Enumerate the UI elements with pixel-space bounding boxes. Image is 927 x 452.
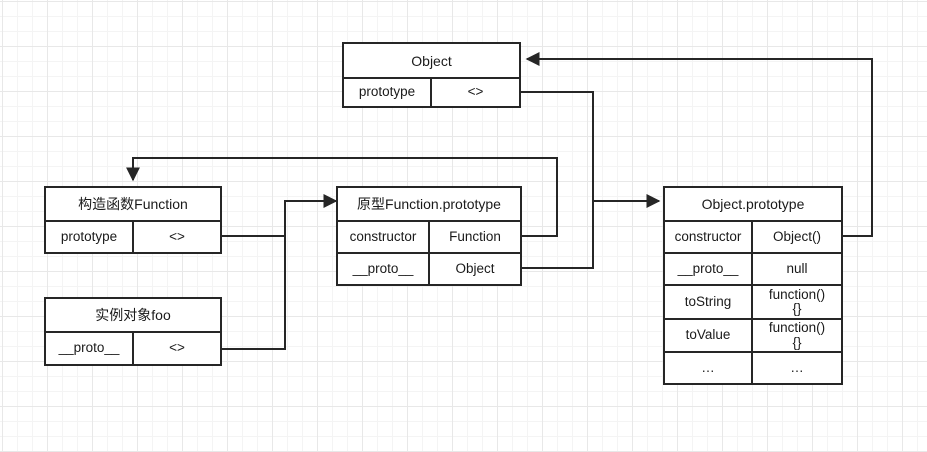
cell-value: Function [449,228,501,244]
node-function-constructor[interactable]: 构造函数Function prototype <> [44,186,222,254]
node-object-title: Object [344,44,519,79]
cell-key: __proto__ [338,254,430,284]
node-function-constructor-title: 构造函数Function [46,188,220,222]
table-row: __proto__ <> [46,333,220,364]
edge-foo-proto-to-function-prototype [222,236,286,350]
edge-object-prototype-to-function-prototype-proto [521,91,594,269]
cell-value: Object [455,260,495,276]
table-row: prototype <> [46,222,220,252]
cell-value: function() {} [768,320,826,350]
node-foo-instance[interactable]: 实例对象foo __proto__ <> [44,297,222,366]
table-row: … … [665,353,841,383]
table-row: __proto__ null [665,254,841,286]
node-function-prototype[interactable]: 原型Function.prototype constructor Functio… [336,186,522,286]
table-row: __proto__ Object [338,254,520,284]
cell-value: function() {} [768,286,826,316]
cell-key: constructor [665,222,753,252]
node-object-prototype[interactable]: Object.prototype constructor Object() __… [663,186,843,385]
cell-key: __proto__ [46,333,134,364]
table-row: toString function() {} [665,286,841,320]
table-row: constructor Function [338,222,520,254]
cell-key: prototype [344,79,432,106]
cell-key: prototype [46,222,134,252]
node-foo-instance-title: 实例对象foo [46,299,220,333]
table-row: constructor Object() [665,222,841,254]
node-object[interactable]: Object prototype <> [342,42,521,108]
cell-key: toString [665,286,753,318]
cell-value: Object() [772,228,821,244]
table-row: toValue function() {} [665,320,841,353]
node-function-prototype-title: 原型Function.prototype [338,188,520,222]
cell-value: null [786,260,808,276]
cell-value: <> [169,228,185,244]
cell-value: <> [169,340,185,356]
cell-key: __proto__ [665,254,753,284]
edge-function-ctor-prototype-to-function-prototype [222,194,338,237]
cell-key: constructor [338,222,430,252]
cell-key: toValue [665,320,753,351]
table-row: prototype <> [344,79,519,106]
cell-key: … [665,353,753,383]
cell-value: <> [467,84,484,100]
cell-value: … [790,359,804,375]
node-object-prototype-title: Object.prototype [665,188,841,222]
